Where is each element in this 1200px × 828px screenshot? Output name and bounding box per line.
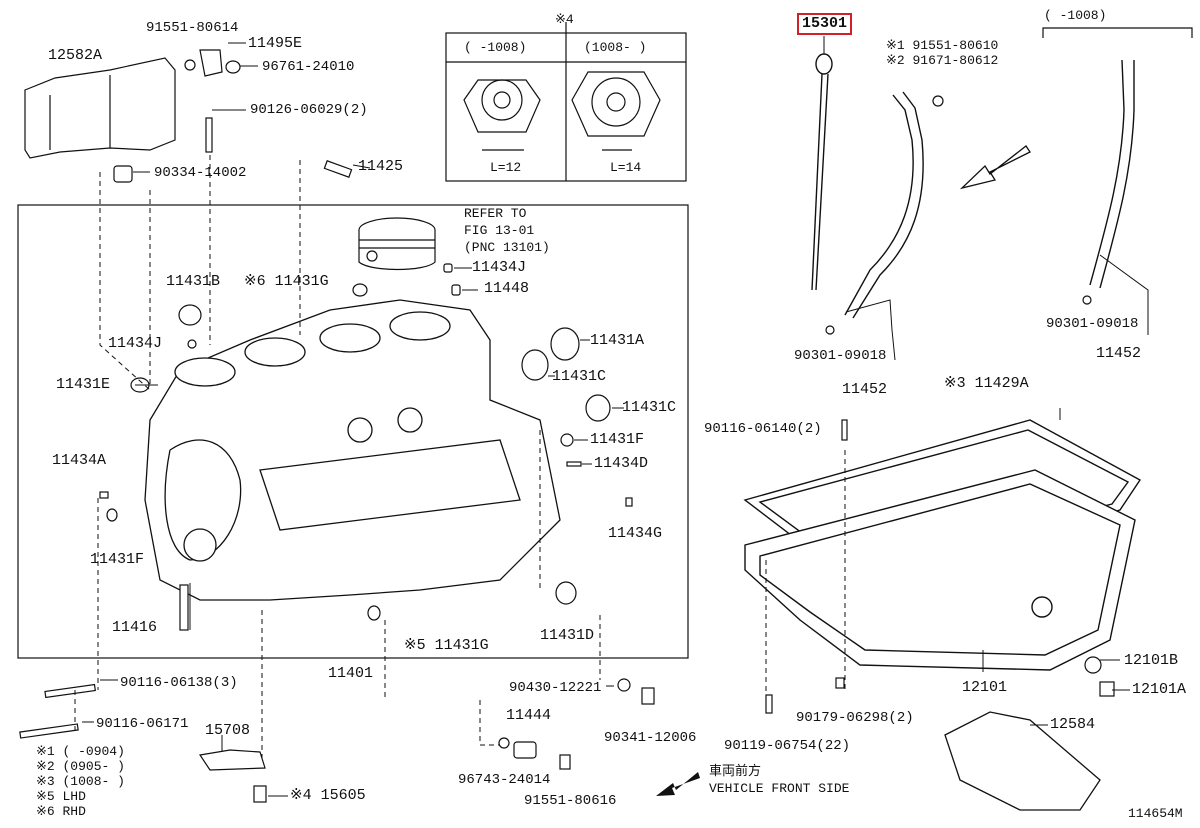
cover-12582A [24, 57, 176, 159]
part-label-11434D[interactable]: 11434D [594, 455, 649, 472]
part-label-15301-highlighted[interactable]: 15301 [797, 13, 853, 35]
vehicle-front-en: VEHICLE FRONT SIDE [709, 781, 850, 796]
figure-id: 114654M [1128, 806, 1183, 821]
part-label-96761-24010[interactable]: 96761-24010 [262, 59, 355, 75]
part-label-90116-06140[interactable]: 90116-06140(2) [704, 421, 822, 437]
part-label-11431E[interactable]: 11431E [56, 376, 111, 393]
small-parts [19, 49, 1115, 803]
part-label-11429A[interactable]: ※3 11429A [944, 375, 1029, 392]
part-label-11434J-left[interactable]: 11434J [108, 335, 163, 352]
part-label-11431F-left[interactable]: 11431F [90, 551, 145, 568]
part-label-12101B[interactable]: 12101B [1124, 652, 1179, 669]
part-label-11448[interactable]: 11448 [484, 280, 530, 297]
part-label-15708[interactable]: 15708 [205, 722, 251, 739]
footnote-1: ※1 ( -0904) [36, 744, 125, 759]
part-label-11401[interactable]: 11401 [328, 665, 374, 682]
nut-icons [463, 71, 661, 151]
part-label-12101[interactable]: 12101 [962, 679, 1008, 696]
footnote-2: ※2 (0905- ) [36, 759, 125, 774]
inset-left-dim: L=12 [490, 160, 522, 175]
dipstick-note-1: ※1 91551-80610 [886, 38, 999, 53]
footnotes: ※1 ( -0904) ※2 (0905- ) ※3 (1008- ) ※5 L… [36, 744, 125, 819]
vehicle-front-arrow [656, 772, 700, 796]
dipstick-guide-mid [844, 91, 924, 319]
part-label-91551-80614[interactable]: 91551-80614 [146, 20, 239, 36]
part-label-11444[interactable]: 11444 [506, 707, 552, 724]
refer-line-1: REFER TO [464, 206, 527, 221]
inset-right-dim: L=14 [610, 160, 642, 175]
inset-left-header: ( -1008) [464, 40, 527, 55]
part-label-90430-12221[interactable]: 90430-12221 [509, 680, 602, 696]
part-label-11434J[interactable]: 11434J [472, 259, 527, 276]
part-label-90116-06171[interactable]: 90116-06171 [96, 716, 189, 732]
lower-cover-12584 [944, 711, 1101, 811]
part-label-11431A[interactable]: 11431A [590, 332, 645, 349]
part-label-11431B[interactable]: 11431B [166, 273, 221, 290]
part-label-15605[interactable]: ※4 15605 [290, 787, 366, 804]
part-label-11452-right[interactable]: 11452 [1096, 345, 1142, 362]
part-label-90301-09018-right[interactable]: 90301-09018 [1046, 316, 1139, 332]
engine-block-frame [17, 204, 689, 659]
top-right-header: ( -1008) [1044, 8, 1107, 23]
part-label-11431G-rhd[interactable]: ※6 11431G [244, 273, 329, 290]
dipstick [811, 53, 833, 291]
inset-marker: ※4 [555, 12, 574, 27]
footnote-5: ※5 LHD [36, 789, 86, 804]
part-label-11495E[interactable]: 11495E [248, 35, 303, 52]
part-label-90119-06754[interactable]: 90119-06754(22) [724, 738, 851, 754]
part-label-11431F-right[interactable]: 11431F [590, 431, 645, 448]
part-label-11431G-lhd[interactable]: ※5 11431G [404, 637, 489, 654]
part-label-90179-06298[interactable]: 90179-06298(2) [796, 710, 914, 726]
part-label-11425[interactable]: 11425 [358, 158, 404, 175]
part-label-11452-mid[interactable]: 11452 [842, 381, 888, 398]
part-label-96743-24014[interactable]: 96743-24014 [458, 772, 551, 788]
footnote-3: ※3 (1008- ) [36, 774, 125, 789]
engine-block [144, 299, 561, 601]
footnote-6: ※6 RHD [36, 804, 86, 819]
leader-dashed-lines [74, 155, 846, 760]
part-label-11434G[interactable]: 11434G [608, 525, 663, 542]
part-label-11434A[interactable]: 11434A [52, 452, 107, 469]
inset-right-header: (1008- ) [584, 40, 647, 55]
part-label-90126-06029[interactable]: 90126-06029(2) [250, 102, 368, 118]
part-label-12584[interactable]: 12584 [1050, 716, 1096, 733]
part-label-91551-80616[interactable]: 91551-80616 [524, 793, 617, 809]
leader-solid-lines [82, 36, 1149, 797]
direction-arrow [959, 145, 1031, 190]
part-label-11431C-a[interactable]: 11431C [552, 368, 607, 385]
vehicle-front-jp: 車両前方 [709, 764, 762, 779]
piston [358, 217, 436, 271]
dipstick-guide-right [1089, 59, 1135, 289]
part-label-12582A[interactable]: 12582A [48, 47, 103, 64]
part-label-12101A[interactable]: 12101A [1132, 681, 1187, 698]
refer-line-2: FIG 13-01 [464, 223, 535, 238]
part-label-11431D[interactable]: 11431D [540, 627, 595, 644]
part-label-90341-12006[interactable]: 90341-12006 [604, 730, 697, 746]
part-label-90334-14002[interactable]: 90334-14002 [154, 165, 247, 181]
part-label-90116-06138[interactable]: 90116-06138(3) [120, 675, 238, 691]
part-label-90301-09018-mid[interactable]: 90301-09018 [794, 348, 887, 364]
oil-pan [744, 469, 1136, 671]
part-label-11416[interactable]: 11416 [112, 619, 158, 636]
part-label-11431C-b[interactable]: 11431C [622, 399, 677, 416]
dipstick-note-2: ※2 91671-80612 [886, 53, 999, 68]
refer-line-3: (PNC 13101) [464, 240, 550, 255]
